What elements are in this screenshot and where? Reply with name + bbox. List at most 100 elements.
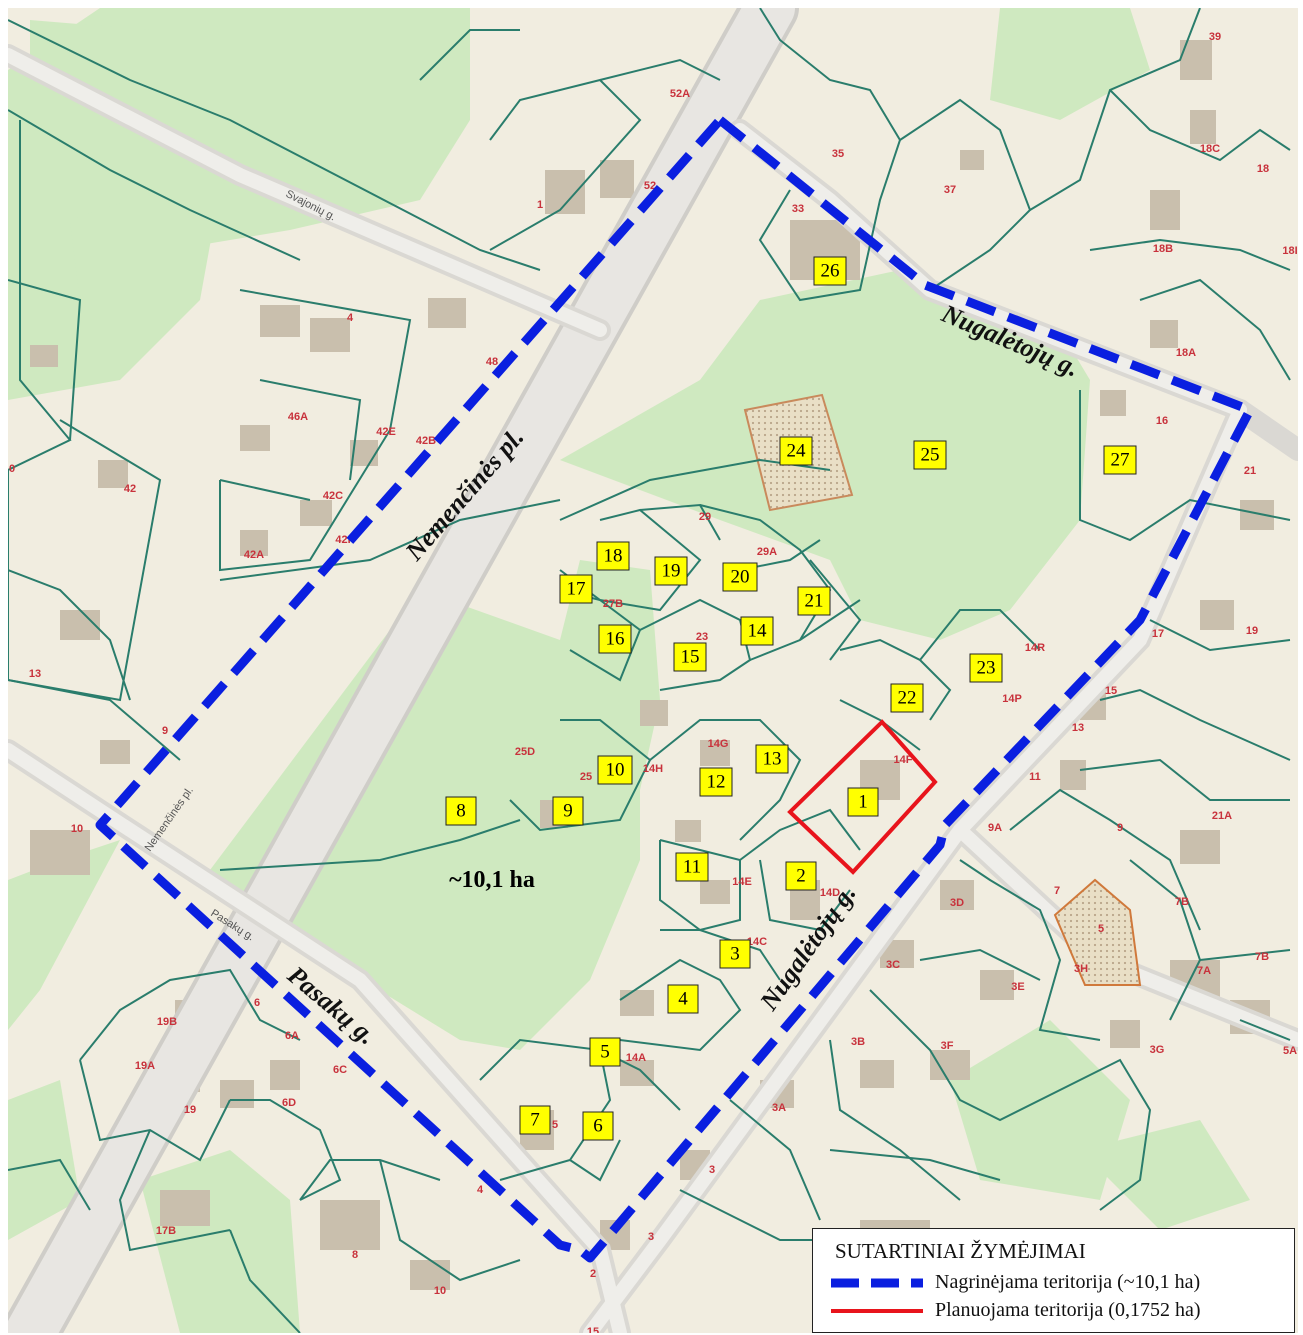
zone-number: 5 — [600, 1042, 610, 1063]
parcel-label: 18I — [1282, 245, 1297, 257]
zone-box-2: 2 — [785, 861, 817, 891]
zone-box-3: 3 — [719, 939, 751, 969]
red-solid-line-icon — [831, 1309, 923, 1313]
zone-number: 18 — [604, 546, 623, 567]
parcel-label: 18 — [1257, 163, 1269, 175]
parcel-label: 19 — [184, 1104, 196, 1116]
blue-dashed-line-icon — [831, 1278, 923, 1288]
zone-number: 13 — [763, 749, 782, 770]
parcel-label: 6C — [333, 1064, 347, 1076]
zone-number: 15 — [681, 647, 700, 668]
zone-box-27: 27 — [1103, 445, 1137, 475]
parcel-label: 10 — [434, 1285, 446, 1297]
parcel-label: 14A — [626, 1052, 646, 1064]
parcel-label: 1 — [537, 199, 543, 211]
zone-number: 22 — [898, 688, 917, 709]
parcel-label: 9 — [1117, 822, 1123, 834]
parcel-label: 42E — [376, 426, 396, 438]
parcel-label: 3B — [851, 1036, 865, 1048]
area-label: ~10,1 ha — [449, 867, 535, 893]
zone-box-13: 13 — [755, 744, 789, 774]
map-canvas[interactable]: Svajonių g. Nemenčinės pl. Pasakų g. 39 … — [8, 8, 1298, 1333]
zone-number: 6 — [593, 1116, 603, 1137]
parcel-label: 27B — [603, 598, 623, 610]
parcel-label: 4 — [477, 1184, 484, 1196]
zone-box-11: 11 — [675, 852, 709, 882]
parcel-label: 18C — [1200, 143, 1220, 155]
zone-box-1: 1 — [847, 787, 879, 817]
parcel-label: 4 — [347, 312, 354, 324]
zone-number: 2 — [796, 866, 806, 887]
parcel-label: 2 — [590, 1268, 596, 1280]
parcel-label: 18B — [1153, 243, 1173, 255]
zone-box-26: 26 — [813, 256, 847, 286]
parcel-label: 7B — [1175, 896, 1189, 908]
parcel-label: 7 — [1054, 885, 1060, 897]
parcel-label: 5 — [552, 1119, 558, 1131]
parcel-label: 42 — [124, 483, 136, 495]
parcel-label: 5A — [1283, 1045, 1297, 1057]
parcel-label: 3H — [1074, 963, 1088, 975]
parcel-label: 3D — [950, 897, 964, 909]
zone-number: 4 — [678, 989, 688, 1010]
parcel-label: 39 — [1209, 31, 1221, 43]
zone-number: 14 — [748, 621, 768, 642]
zone-number: 25 — [921, 445, 940, 466]
parcel-label: 14E — [732, 876, 752, 888]
parcel-label: 14D — [820, 887, 840, 899]
zone-box-14: 14 — [740, 616, 774, 646]
parcel-label: 3A — [772, 1102, 786, 1114]
parcel-label: 3F — [941, 1040, 954, 1052]
parcel-label: 48 — [486, 356, 498, 368]
parcel-label: 14F — [894, 754, 913, 766]
parcel-boundaries — [8, 8, 1291, 1333]
parcel-label: 42I — [335, 534, 350, 546]
parcel-label: 6A — [285, 1030, 299, 1042]
zone-box-21: 21 — [797, 586, 831, 616]
zone-number: 9 — [563, 801, 573, 822]
zone-box-25: 25 — [913, 440, 947, 470]
parcel-label: 19B — [157, 1016, 177, 1028]
zone-box-10: 10 — [597, 755, 633, 785]
legend-item-planned-area: Planuojama teritorija (0,1752 ha) — [831, 1299, 1291, 1325]
zone-number: 16 — [606, 629, 625, 650]
special-parcel-5 — [1053, 878, 1142, 986]
parcel-number-labels: 39 18C 18 18B 18I 18A 16 21 35 37 33 52A… — [9, 31, 1298, 1333]
zone-number: 8 — [456, 801, 466, 822]
zone-labels: 1 2 3 4 5 6 7 8 9 10 11 12 13 14 15 16 1… — [445, 256, 1137, 1141]
parcel-label: 18A — [1176, 347, 1196, 359]
parcel-label: 0 — [9, 463, 15, 475]
zone-box-12: 12 — [699, 767, 733, 797]
legend-label-planned-area: Planuojama teritorija (0,1752 ha) — [935, 1299, 1201, 1321]
zone-box-18: 18 — [596, 541, 630, 571]
green-areas — [8, 8, 1250, 1333]
zone-number: 3 — [730, 944, 740, 965]
parcel-label: 15 — [1105, 685, 1117, 697]
legend-title: SUTARTINIAI ŽYMĖJIMAI — [835, 1239, 1086, 1263]
parcel-label: 35 — [832, 148, 844, 160]
legend-item-study-area: Nagrinėjama teritorija (~10,1 ha) — [831, 1271, 1291, 1297]
parcel-label: 11 — [1029, 771, 1041, 783]
parcel-label: 3 — [709, 1164, 715, 1176]
zone-number: 7 — [530, 1110, 540, 1131]
parcel-label: 29A — [757, 546, 777, 558]
zone-box-9: 9 — [552, 796, 584, 826]
parcel-label: 3G — [1150, 1044, 1165, 1056]
parcel-label: 25 — [580, 771, 592, 783]
zone-box-6: 6 — [582, 1111, 614, 1141]
parcel-label: 6D — [282, 1097, 296, 1109]
parcel-label: 42B — [416, 435, 436, 447]
zone-number: 26 — [821, 261, 840, 282]
parcel-label: 14H — [643, 763, 663, 775]
parcel-label: 14R — [1025, 642, 1045, 654]
parcel-label: 52A — [670, 88, 690, 100]
zone-box-8: 8 — [445, 796, 477, 826]
parcel-label: 29 — [699, 511, 711, 523]
parcel-label: 7B — [1255, 951, 1269, 963]
zone-number: 24 — [787, 441, 807, 462]
zone-number: 1 — [858, 792, 868, 813]
parcel-label: 3C — [886, 959, 900, 971]
parcel-label: 19 — [1246, 625, 1258, 637]
parcel-label: 15 — [587, 1326, 599, 1333]
parcel-label: 13 — [29, 668, 41, 680]
